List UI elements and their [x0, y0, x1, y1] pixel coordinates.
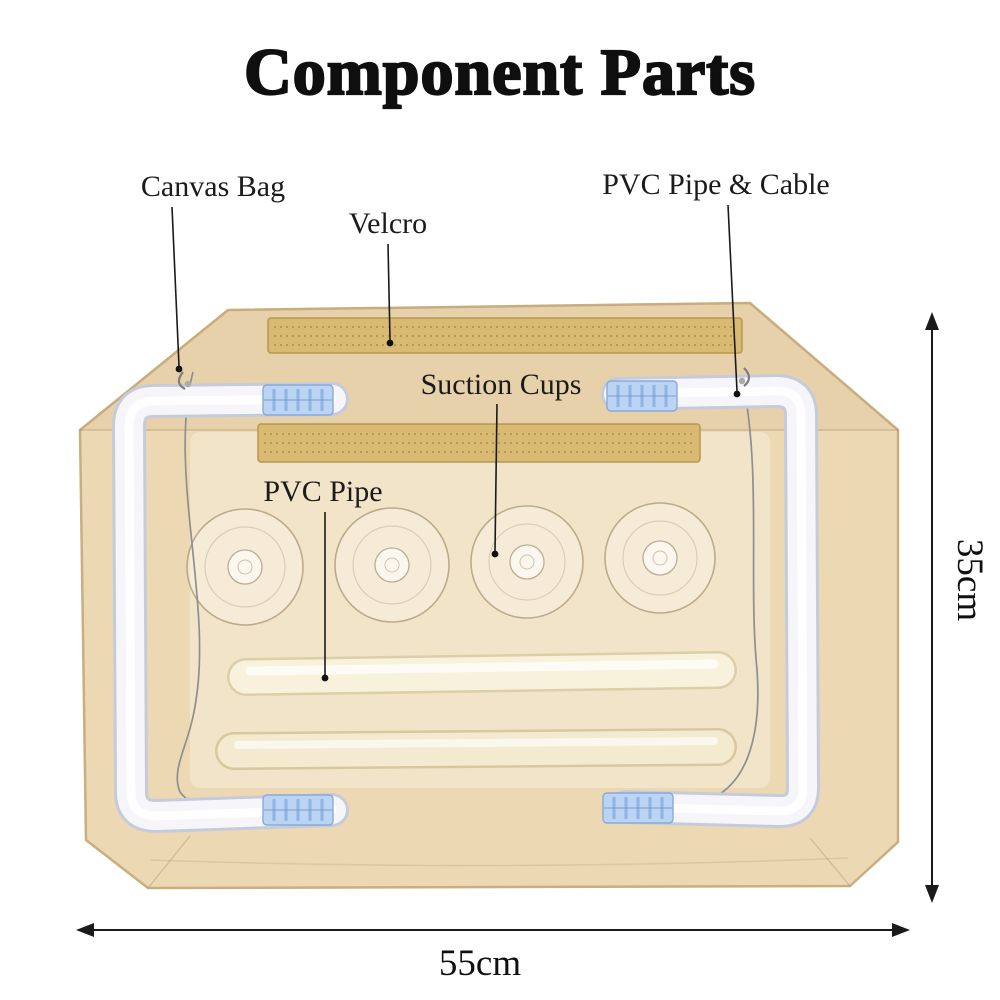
canvas-bag-label: Canvas Bag	[141, 170, 285, 203]
dimension-width: 55cm	[76, 923, 910, 984]
velcro-leader-line	[387, 243, 391, 341]
suction-cup-center	[237, 559, 253, 575]
hook-left	[177, 371, 192, 390]
pvc-pipe-label: PVC Pipe	[263, 475, 382, 508]
suction-cup-center	[519, 554, 535, 570]
page-title: Component Parts	[244, 36, 756, 109]
suction-cup-knob	[642, 540, 678, 576]
hook-right-shackle	[743, 367, 751, 387]
suction-cup-center	[652, 550, 668, 566]
suction-cups-leader-line	[494, 403, 498, 552]
dimension-height: 35cm	[925, 312, 990, 903]
canvas-bag-leader-line	[171, 206, 180, 367]
hook-right	[738, 367, 751, 387]
pvc-pipe-leader-dot	[321, 674, 329, 682]
pipe-connector-bottom-right	[602, 792, 674, 824]
pipe1-highlight	[245, 659, 719, 676]
velcro-leader-dot	[386, 339, 394, 347]
suction-cup-3	[470, 505, 584, 619]
width-arrow-right-icon	[892, 923, 910, 937]
cable-right	[701, 377, 759, 803]
velcro-top-rect	[267, 317, 743, 354]
width-arrow-left-icon	[76, 923, 94, 937]
velcro-strip-middle	[257, 423, 701, 463]
callout-canvas-bag: Canvas Bag	[141, 170, 285, 373]
bag-seam-bl	[147, 835, 191, 889]
velcro-mid-rect	[257, 423, 701, 463]
pvc-pipe-cable-leader-dot	[733, 390, 741, 398]
pipe-connector-bottom-left	[262, 794, 334, 826]
suction-cups-label: Suction Cups	[421, 368, 582, 401]
callout-pvc-pipe: PVC Pipe	[263, 475, 383, 682]
callout-pvc-pipe-cable: PVC Pipe & Cable	[602, 168, 830, 398]
suction-cup-mid	[204, 526, 286, 608]
pipe2-highlight	[234, 737, 718, 749]
suction-cup-knob	[227, 549, 263, 585]
callout-velcro: Velcro	[349, 207, 427, 347]
pvc-pipe-horizontal-2	[215, 728, 737, 770]
suction-cup-knob	[374, 547, 410, 583]
width-dimension-label: 55cm	[439, 943, 521, 984]
pvc-pipe-horizontal-1	[227, 651, 737, 696]
frame-right-highlight	[613, 386, 808, 816]
callout-suction-cups: Suction Cups	[421, 368, 582, 558]
pipe-connector-top-left	[262, 384, 334, 416]
velcro-strip-top	[267, 317, 743, 354]
bag-inner-panel	[190, 432, 770, 788]
suction-cup-2	[334, 507, 450, 623]
pipe2-body	[217, 730, 735, 768]
pvc-frame-left	[112, 382, 349, 833]
suction-cup-mid	[622, 520, 698, 596]
bag-wrinkle	[149, 857, 849, 867]
suction-cup-center	[384, 557, 400, 573]
frame-left-highlight	[124, 394, 337, 821]
hook-left-shackle	[177, 371, 186, 390]
suction-cups-leader-dot	[491, 550, 499, 558]
suction-cup-4	[604, 502, 716, 614]
pvc-pipe-cable-label: PVC Pipe & Cable	[602, 168, 830, 201]
pipe-connector-top-right	[606, 380, 678, 412]
height-arrow-down-icon	[925, 885, 939, 903]
suction-cup-mid	[488, 523, 566, 601]
pvc-frame-right	[601, 374, 820, 828]
height-arrow-up-icon	[925, 312, 939, 330]
canvas-bag-leader-dot	[175, 365, 183, 373]
suction-cup-knob	[509, 544, 545, 580]
pvc-pipe-cable-leader-line	[727, 204, 738, 392]
velcro-label: Velcro	[349, 207, 427, 240]
suction-cup-mid	[352, 525, 432, 605]
suction-cup-1	[186, 508, 304, 626]
height-dimension-label: 35cm	[949, 539, 990, 621]
bag-seam-br	[809, 837, 851, 887]
hook-left-ring	[184, 380, 192, 388]
hook-right-ring	[738, 377, 746, 385]
